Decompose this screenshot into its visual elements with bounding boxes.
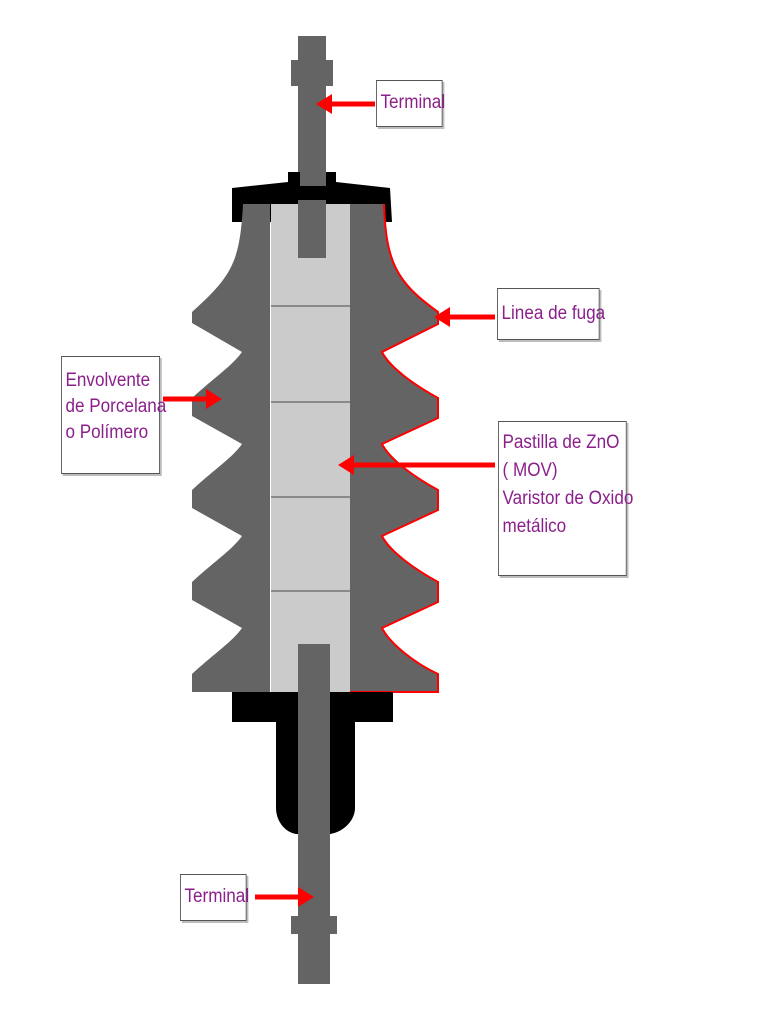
mov-disc-stack: [271, 204, 350, 692]
label-terminal-bottom-text: Terminal: [184, 886, 250, 907]
arrow-envolvente: [163, 389, 222, 409]
label-linea-fuga-text: Linea de fuga: [501, 303, 606, 324]
arrows: [163, 94, 495, 907]
label-envolvente-line-3: o Polímero: [65, 422, 149, 443]
label-terminal-bottom: Terminal: [180, 874, 250, 921]
housing-body: [192, 204, 438, 692]
bottom-terminal-rod: [291, 644, 337, 984]
label-envolvente-line-2: de Porcelana: [65, 396, 167, 417]
arrow-pastilla: [338, 455, 495, 475]
label-envolvente: Envolvente de Porcelana o Polímero: [61, 356, 167, 474]
top-rod-inner: [298, 200, 326, 258]
label-linea-fuga: Linea de fuga: [497, 288, 606, 340]
label-pastilla-line-1: Pastilla de ZnO: [502, 432, 620, 453]
label-pastilla: Pastilla de ZnO ( MOV) Varistor de Oxido…: [498, 421, 634, 576]
arrow-linea-fuga: [434, 307, 495, 327]
mov-disc-separators: [271, 305, 350, 592]
label-pastilla-line-4: metálico: [502, 516, 567, 537]
label-envolvente-line-1: Envolvente: [65, 370, 151, 391]
label-terminal-top-text: Terminal: [380, 92, 446, 113]
arrow-terminal-bottom: [255, 887, 314, 907]
label-pastilla-line-3: Varistor de Oxido: [502, 488, 634, 509]
label-pastilla-line-2: ( MOV): [502, 460, 558, 481]
label-terminal-top: Terminal: [376, 80, 446, 127]
arrow-terminal-top: [316, 94, 375, 114]
